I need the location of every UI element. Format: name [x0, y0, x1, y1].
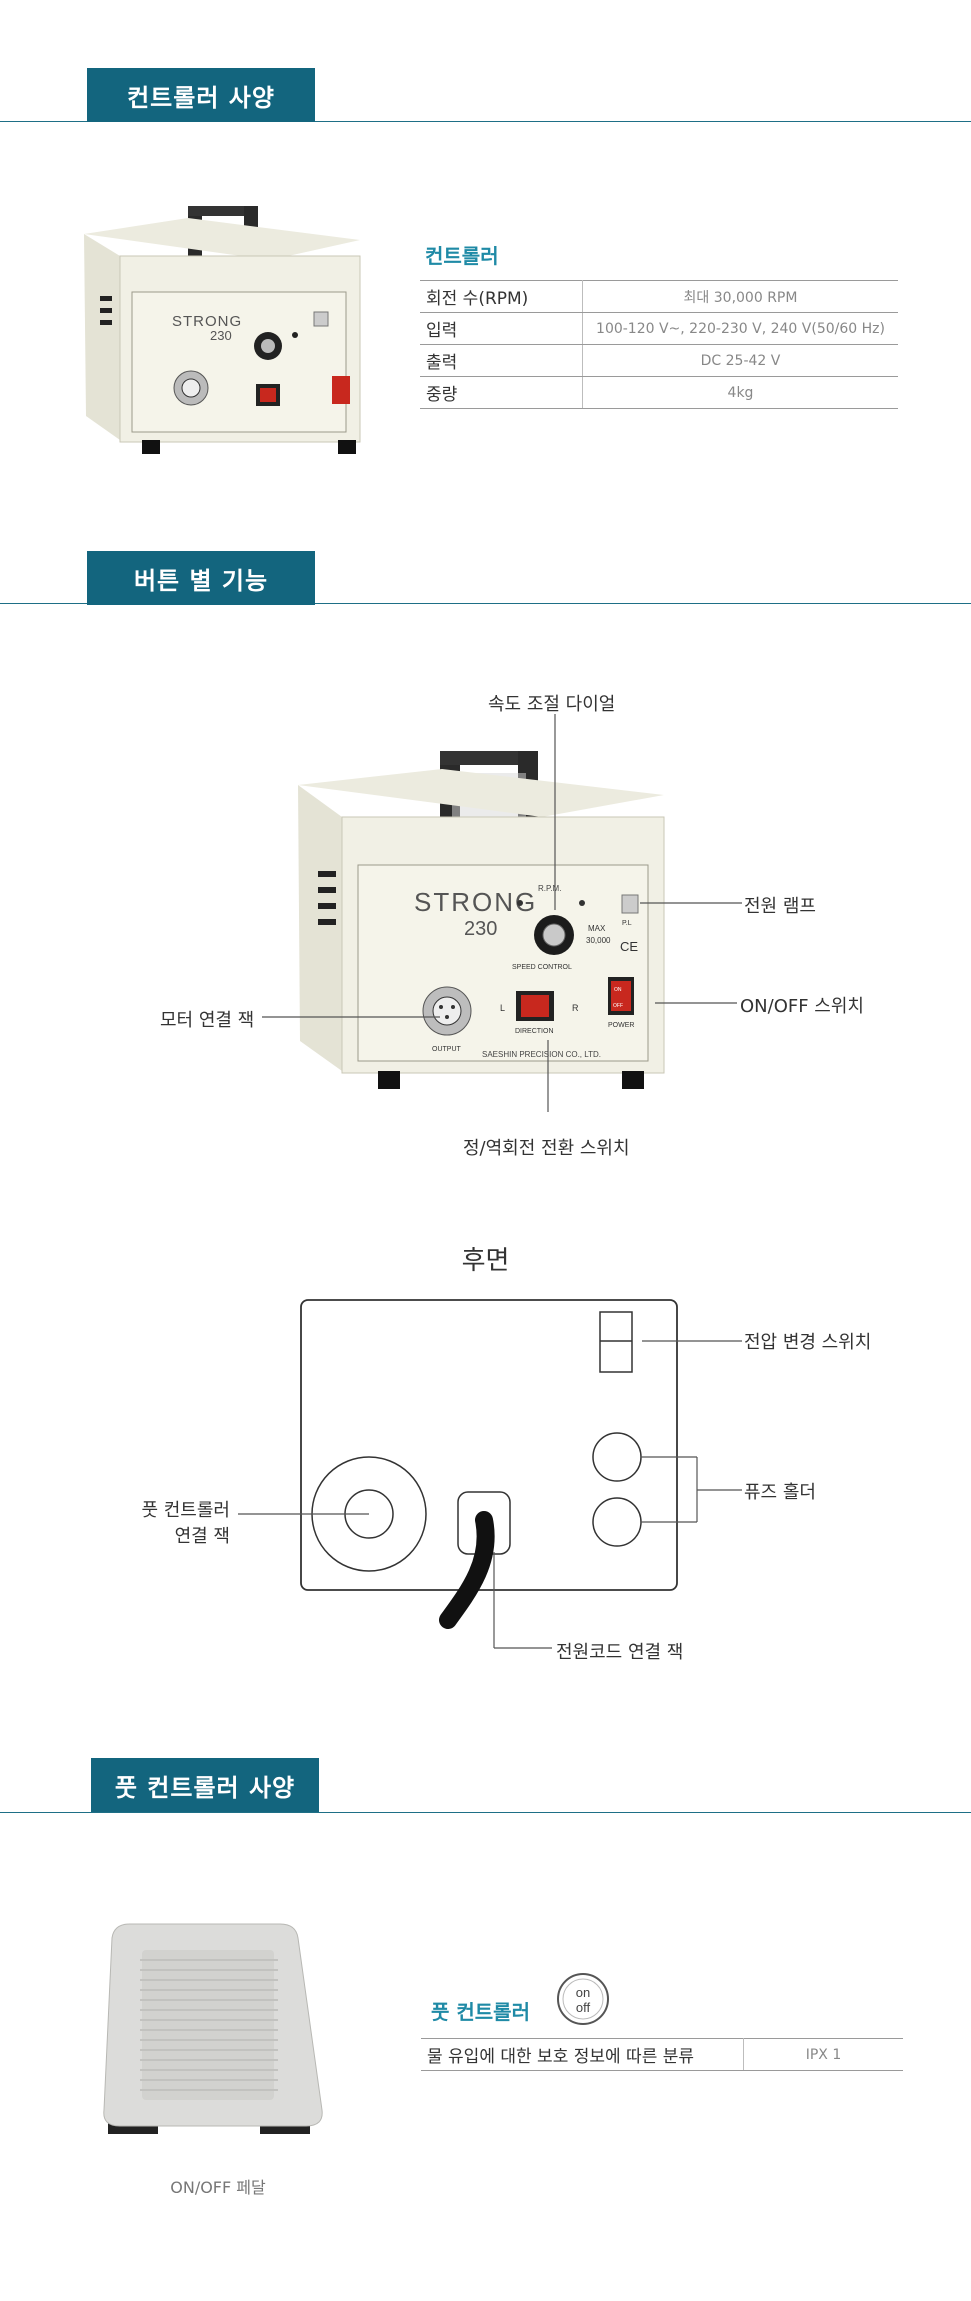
off-text: OFF	[613, 1003, 623, 1009]
foot-pedal-image	[103, 1923, 323, 2134]
label-voltage-switch: 전압 변경 스위치	[744, 1332, 872, 1353]
max-text: MAX	[588, 924, 606, 933]
rear-title: 후면	[461, 1246, 510, 1276]
pl-text: P.L	[622, 920, 632, 927]
section-divider	[0, 121, 971, 122]
rear-panel-diagram	[238, 1299, 742, 1649]
table-row: 물 유입에 대한 보호 정보에 따른 분류 IPX 1	[421, 2038, 903, 2071]
foot-spec-heading: 풋 컨트롤러	[431, 2000, 530, 2024]
section-divider	[0, 603, 971, 604]
spec-value: IPX 1	[743, 2038, 903, 2071]
ce-mark: CE	[620, 939, 638, 954]
brand-text-small: STRONG	[172, 313, 242, 330]
function-callout-lines	[262, 714, 742, 1112]
label-onoff-switch: ON/OFF 스위치	[740, 996, 864, 1017]
spec-key: 회전 수(RPM)	[420, 280, 583, 313]
spec-key: 물 유입에 대한 보호 정보에 따른 분류	[421, 2038, 744, 2071]
r-text: R	[572, 1003, 579, 1013]
section-title-controller-spec: 컨트롤러 사양	[87, 68, 315, 122]
power-text: POWER	[608, 1022, 634, 1029]
spec-value: DC 25-42 V	[582, 344, 898, 377]
max-value-text: 30,000	[586, 936, 611, 945]
spec-key: 출력	[420, 344, 583, 377]
speed-control-text: SPEED CONTROL	[512, 964, 572, 971]
table-row: 회전 수(RPM) 최대 30,000 RPM	[420, 280, 898, 313]
rpm-text: R.P.M.	[538, 884, 561, 893]
company-text: SAESHIN PRECISION CO., LTD.	[482, 1050, 601, 1059]
spec-value: 4kg	[582, 376, 898, 409]
controller-spec-table: 회전 수(RPM) 최대 30,000 RPM 입력 100-120 V~, 2…	[420, 280, 898, 409]
label-fuse-holder: 퓨즈 홀더	[744, 1482, 816, 1503]
label-foot-jack-line2: 연결 잭	[174, 1526, 230, 1547]
label-power-cord: 전원코드 연결 잭	[556, 1642, 684, 1663]
on-off-badge-icon: on off	[557, 1973, 609, 2025]
pedal-caption: ON/OFF 페달	[170, 2178, 266, 2197]
spec-key: 중량	[420, 376, 583, 409]
spec-value: 최대 30,000 RPM	[582, 280, 898, 313]
section-title-foot-spec: 풋 컨트롤러 사양	[91, 1758, 319, 1812]
foot-spec-table: 물 유입에 대한 보호 정보에 따른 분류 IPX 1	[421, 2038, 903, 2071]
section-title-button-functions: 버튼 별 기능	[87, 551, 315, 605]
section-divider	[0, 1812, 971, 1813]
spec-value: 100-120 V~, 220-230 V, 240 V(50/60 Hz)	[582, 312, 898, 345]
controller-spec-heading: 컨트롤러	[425, 244, 499, 268]
model-text-small: 230	[210, 328, 232, 343]
spec-key: 입력	[420, 312, 583, 345]
badge-on-text: on	[576, 1985, 590, 2000]
brand-text: STRONG	[414, 887, 537, 917]
on-text: ON	[614, 987, 622, 993]
controller-image-small: STRONG 230	[84, 206, 361, 454]
table-row: 중량 4kg	[420, 376, 898, 409]
l-text: L	[500, 1003, 505, 1013]
table-row: 출력 DC 25-42 V	[420, 344, 898, 377]
label-direction-switch: 정/역회전 전환 스위치	[463, 1138, 630, 1159]
output-text: OUTPUT	[432, 1046, 462, 1053]
controller-image-large: STRONG 230 R.P.M. MAX 30,000 SPEED CONTR…	[298, 751, 665, 1089]
direction-text: DIRECTION	[515, 1028, 554, 1035]
table-row: 입력 100-120 V~, 220-230 V, 240 V(50/60 Hz…	[420, 312, 898, 345]
label-foot-jack-line1: 풋 컨트롤러	[141, 1500, 230, 1521]
model-text: 230	[464, 918, 497, 940]
label-speed-dial: 속도 조절 다이얼	[488, 694, 616, 715]
badge-off-text: off	[576, 2000, 591, 2015]
label-power-lamp: 전원 램프	[744, 896, 816, 917]
label-motor-jack: 모터 연결 잭	[160, 1010, 255, 1031]
